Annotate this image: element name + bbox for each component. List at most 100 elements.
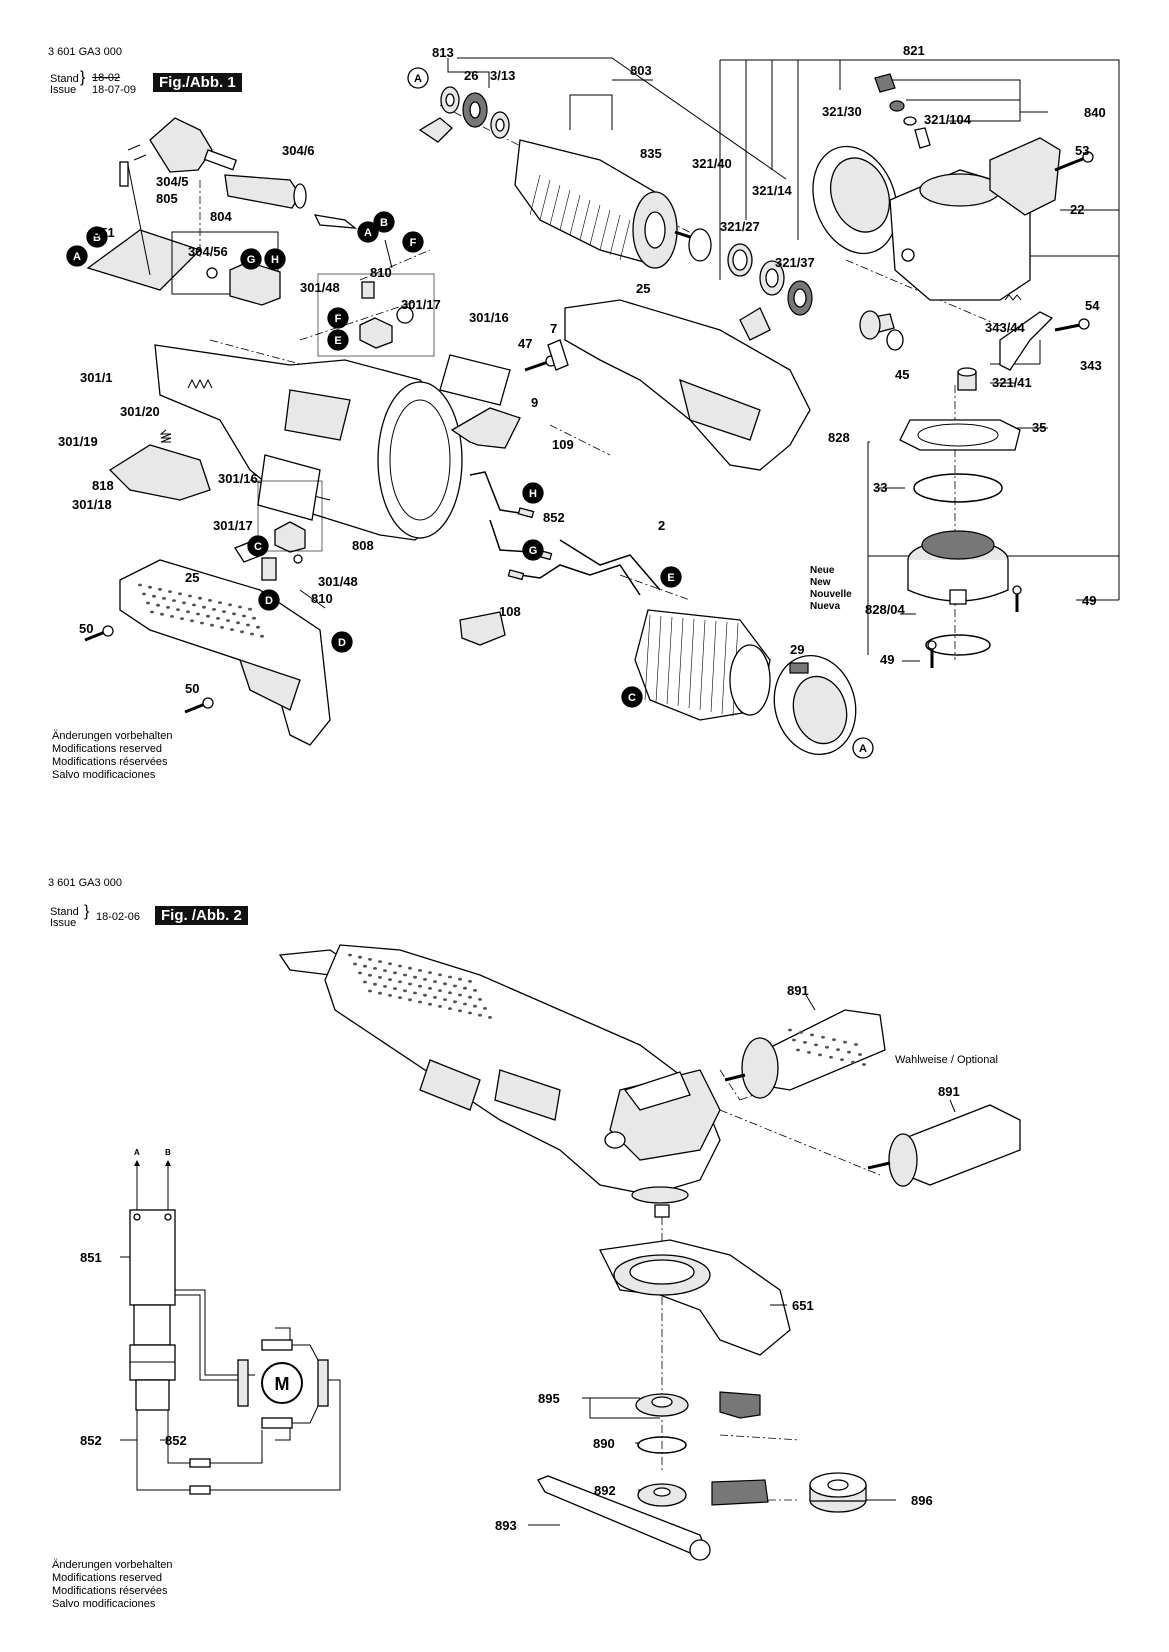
switch-unit [206,261,281,306]
part-label: 805 [156,191,178,206]
terminal-a: A [134,1148,140,1157]
fan-baffle [773,654,857,756]
fig1-brace: } [80,69,86,86]
part-label: 301/19 [58,434,98,449]
part-label: 808 [352,538,374,553]
armature [514,139,706,269]
part-label: 835 [640,146,662,161]
callout-e: E [327,329,349,351]
callout-c: C [621,686,643,708]
part-label: 343/44 [985,320,1026,335]
part-label: 26 [464,68,478,83]
callout-b: B [86,226,108,248]
assembled-grinder [278,944,721,1218]
bearing-321-37 [759,260,785,296]
part-label: 53 [1075,143,1089,158]
part-label-301-16: 301/16 [218,471,258,486]
svg-text:A: A [364,227,372,239]
fig1-issue-date: 18-07-09 [92,84,137,96]
part-label-fig2: 891 [787,983,809,998]
part-label-handle: 25 [185,570,199,585]
quick-clamp-nut [809,1472,867,1513]
fig2-leader-lines [120,994,956,1526]
optional-label: Wahlweise / Optional [895,1054,998,1066]
screw-50b [184,697,214,714]
part-label-fig2: 851 [80,1250,102,1265]
part-label: 301/1 [80,370,113,385]
part-label: 304/6 [282,143,315,158]
part-label: 29 [790,642,804,657]
part-label: 321/37 [775,255,815,270]
cover-22 [989,137,1061,216]
part-label: 851 [93,225,115,240]
svg-text:B: B [380,217,388,229]
fig2-issue-label: Issue [50,917,77,929]
fig2-label: Fig. /Abb. 2 [155,906,248,925]
part-label: 321/27 [720,219,760,234]
fig2-note-es: Salvo modificaciones [52,1598,156,1610]
part-label: 828 [828,430,850,445]
svg-text:C: C [628,692,636,704]
o-ring-33 [913,473,1003,503]
callout-g: G [240,248,262,270]
part-label-fig2: 896 [911,1493,933,1508]
callout-c: C [247,535,269,557]
part-label: 818 [92,478,114,493]
fig2-note-en: Modifications reserved [52,1572,163,1584]
bearing-3-13 [490,111,510,139]
circlip [688,228,712,262]
fig1-leader-lines [447,57,1120,662]
part-label: 7 [550,321,557,336]
part-label: 35 [1032,420,1046,435]
bearing-26 [462,92,488,128]
part-label: 33 [873,480,887,495]
part-label: 109 [552,437,574,452]
part-label-screw: 50 [185,681,199,696]
fig1-note-es: Salvo modificaciones [52,769,156,781]
part-label: 304/56 [188,244,228,259]
callout-a: A [357,221,379,243]
brush-holder-upper [317,239,435,357]
part-label: 301/16 [469,310,509,325]
cable-piece [313,214,358,229]
part-label-fig2: 891 [938,1084,960,1099]
switch-slider [108,444,211,501]
part-label: 54 [1085,298,1100,313]
part-label: 25 [636,281,650,296]
fig1-label: Fig./Abb. 1 [153,73,242,92]
callout-h: H [264,248,286,270]
handle-shell [564,299,811,471]
o-ring-321-104 [903,116,917,126]
pinion-gear [859,310,881,340]
part-label: 301/18 [72,497,112,512]
part-label: 47 [518,336,532,351]
new-label-de: Neue [810,565,835,576]
part-label: 840 [1084,105,1106,120]
lever-343 [999,311,1054,371]
svg-text:H: H [271,254,279,266]
new-label-en: New [810,577,831,588]
clamping-nut [637,1479,769,1507]
o-ring-890 [637,1436,687,1454]
part-label-brush: 810 [311,591,333,606]
svg-text:H: H [529,488,537,500]
part-label-49: 49 [880,652,894,667]
part-label-fig2: 895 [538,1391,560,1406]
part-label: 2 [658,518,665,533]
spring-small [159,429,172,443]
callout-b: B [373,211,395,233]
screw-49b [927,640,937,668]
part-label: 813 [432,45,454,60]
part-label: 321/41 [992,375,1032,390]
part-label: 3/13 [490,68,515,83]
vent-cover [450,407,521,449]
aux-handle-optional-2 [867,1104,1021,1187]
terminal-b-arrow [165,1160,171,1166]
fig1-stand-date: 18-02 [92,72,121,84]
fig2-brace: } [84,903,90,920]
screw-50a [84,625,114,642]
part-label: 49 [1082,593,1096,608]
